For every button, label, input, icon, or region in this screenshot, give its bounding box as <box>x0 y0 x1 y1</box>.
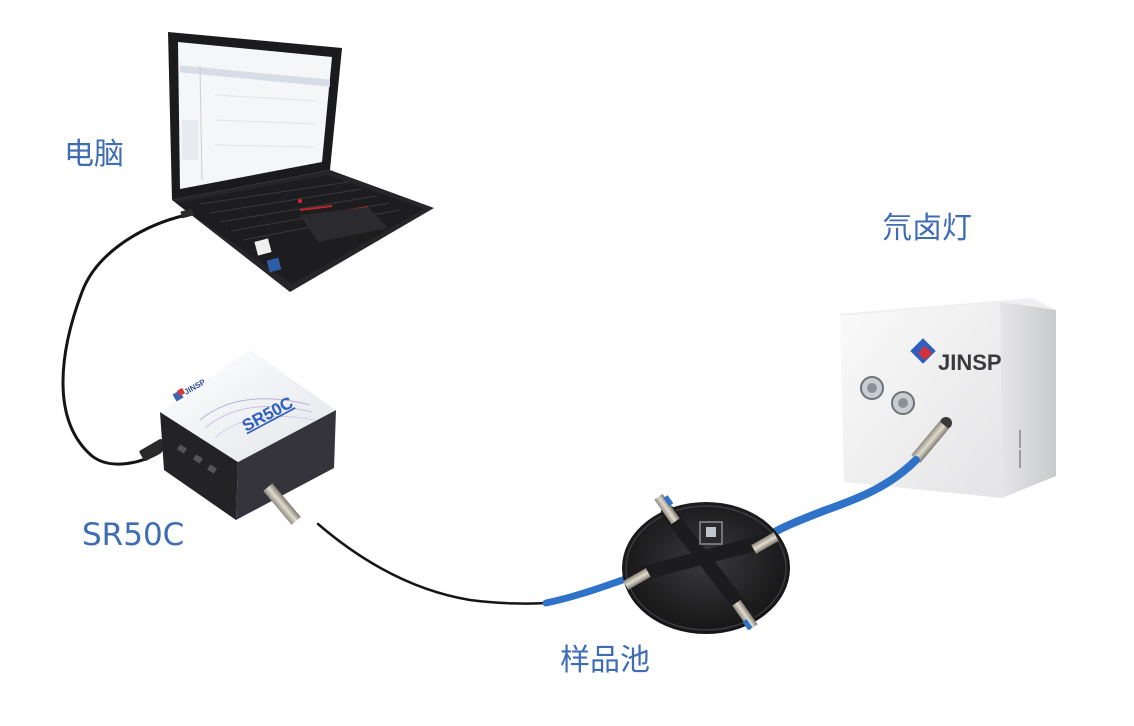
app-panel-divider <box>199 65 203 181</box>
fiber-to-spectrometer <box>316 522 550 605</box>
usb-cable <box>61 213 188 466</box>
laptop-sticker <box>254 238 272 256</box>
spectrometer-side-left <box>160 412 238 520</box>
spectrometer-fiber-connector <box>263 483 301 525</box>
spectrometer-top <box>160 350 336 462</box>
spectrometer-logo-icon <box>172 387 186 402</box>
label-computer: 电脑 <box>64 137 124 172</box>
lamp-brand: JINSP <box>938 350 1002 375</box>
lamp-logo-icon <box>910 338 936 364</box>
cuvette-holder <box>622 493 790 634</box>
fiber-from-lamp <box>764 456 920 540</box>
spectrometer: JINSP SR50C <box>160 350 336 525</box>
label-light-source: 氘卤灯 <box>882 211 972 246</box>
label-cuvette-holder: 样品池 <box>560 643 650 678</box>
usb-plug <box>139 439 167 461</box>
lamp-fiber-connector <box>911 421 949 463</box>
cpu-sticker <box>266 257 282 273</box>
lamp-side <box>1000 302 1056 498</box>
light-source: JINSP <box>838 298 1056 498</box>
label-spectrometer: SR50C <box>82 517 185 553</box>
spectrometer-side-right <box>236 410 336 520</box>
laptop <box>168 32 434 292</box>
lamp-front <box>840 302 1002 498</box>
